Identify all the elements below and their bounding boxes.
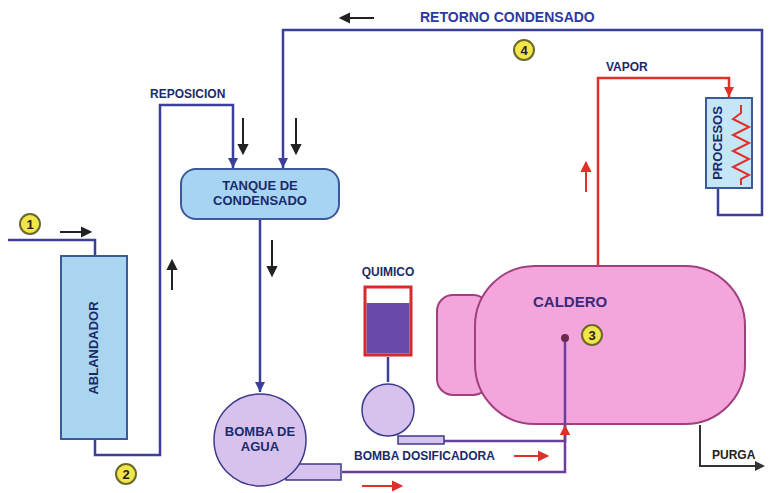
pipe-connector: [278, 30, 762, 215]
arrow-part: [168, 261, 176, 269]
vertical-label: ABLANDADOR: [87, 301, 102, 394]
stream-label: VAPOR: [606, 60, 648, 74]
pipe-connector: [255, 220, 265, 392]
arrow-part: [82, 228, 90, 236]
feed-inlet-pipe: [564, 338, 567, 425]
pipe-line: [444, 425, 565, 441]
callout-number: 2: [115, 463, 137, 485]
pump-caption: BOMBA DOSIFICADORA: [354, 450, 495, 464]
coil-zigzag: [733, 105, 749, 185]
tank-wall: [365, 287, 411, 355]
dosing-pump: BOMBA DOSIFICADORA: [360, 382, 444, 444]
arrow-head: [560, 425, 570, 435]
pipe-line: [283, 30, 762, 215]
arrow-part: [292, 145, 300, 153]
process-box: PROCESOS: [705, 97, 753, 189]
pipe-connector: [388, 357, 389, 382]
dosing-pump-drawing: [360, 382, 444, 444]
pump-outlet: [398, 436, 444, 444]
raw-water-pipe: [8, 240, 95, 255]
softener-box: ABLANDADOR: [60, 255, 128, 440]
boiler-body: [475, 266, 745, 424]
arrow-part: [341, 14, 349, 22]
tank-heading: QUIMICO: [362, 266, 415, 280]
arrow-head: [255, 382, 265, 392]
arrow-part: [539, 452, 547, 460]
water-pump: BOMBA DE AGUA: [212, 392, 342, 488]
arrow-head: [560, 425, 570, 435]
feed-inlet-dot: [561, 334, 569, 342]
stream-label: REPOSICION: [150, 87, 225, 101]
callout-number: 3: [581, 324, 603, 346]
pipe-connector: [444, 425, 570, 441]
pump-label: BOMBA DE AGUA: [222, 425, 298, 455]
arrow-part: [585, 170, 587, 192]
arrow-part: [582, 163, 590, 171]
blowdown-pipe: [700, 425, 756, 466]
vertical-label: PROCESOS: [711, 106, 726, 180]
arrow-head: [278, 158, 288, 168]
condensate-tank: TANQUE DE CONDENSADO: [180, 168, 340, 220]
tank-label: TANQUE DE CONDENSADO: [200, 179, 320, 209]
stream-label: RETORNO CONDENSADO: [420, 9, 595, 25]
arrow-part: [295, 118, 297, 146]
arrow-part: [171, 268, 173, 290]
arrow-part: [362, 485, 394, 487]
pump-text-area: BOMBA DE AGUA: [212, 392, 308, 488]
stream-label: PURGA: [712, 448, 755, 462]
arrow-part: [271, 240, 273, 268]
arrow-part: [60, 231, 84, 233]
arrow-part: [268, 267, 276, 275]
pump-body: [214, 394, 306, 486]
chemical-liquid: [367, 303, 410, 354]
arrow-part: [348, 17, 374, 19]
pump-body: [362, 384, 414, 436]
arrow-part: [239, 145, 247, 153]
callout-number: 4: [513, 39, 535, 61]
chemical-tank-drawing: [363, 285, 413, 357]
pipe-line: [387, 357, 390, 382]
arrow-head: [228, 158, 238, 168]
pipe-line: [259, 220, 262, 392]
arrow-head: [724, 87, 734, 97]
callout-number: 1: [19, 213, 41, 235]
arrow-part: [242, 118, 244, 146]
boiler-label: CALDERO: [533, 293, 607, 310]
flow-arrows: [60, 14, 374, 290]
blowdown-arrow: [755, 461, 765, 471]
arrow-part: [393, 482, 401, 490]
arrow-part: [514, 455, 540, 457]
chemical-tank: QUIMICO: [363, 285, 413, 357]
